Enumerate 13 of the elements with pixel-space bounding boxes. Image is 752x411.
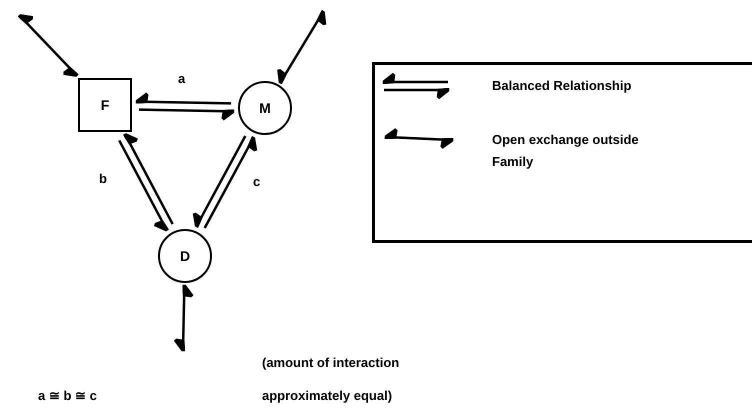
legend-label: Open exchange outside Family: [492, 131, 640, 171]
family-member-box: [78, 78, 132, 132]
family-member-circle: [238, 81, 292, 135]
edge-label: c: [253, 174, 260, 190]
edge-label: b: [99, 171, 107, 187]
note-text: (amount of interaction approximately equal): [262, 354, 400, 405]
node-label: F: [100, 97, 110, 113]
family-member-circle: [158, 229, 212, 283]
edge-label: a: [178, 71, 186, 87]
equality-note: a ≅ b ≅ c: [38, 387, 98, 405]
legend-label: Balanced Relationship: [492, 77, 632, 95]
node-label: M: [259, 100, 271, 116]
node-label: D: [180, 248, 190, 264]
